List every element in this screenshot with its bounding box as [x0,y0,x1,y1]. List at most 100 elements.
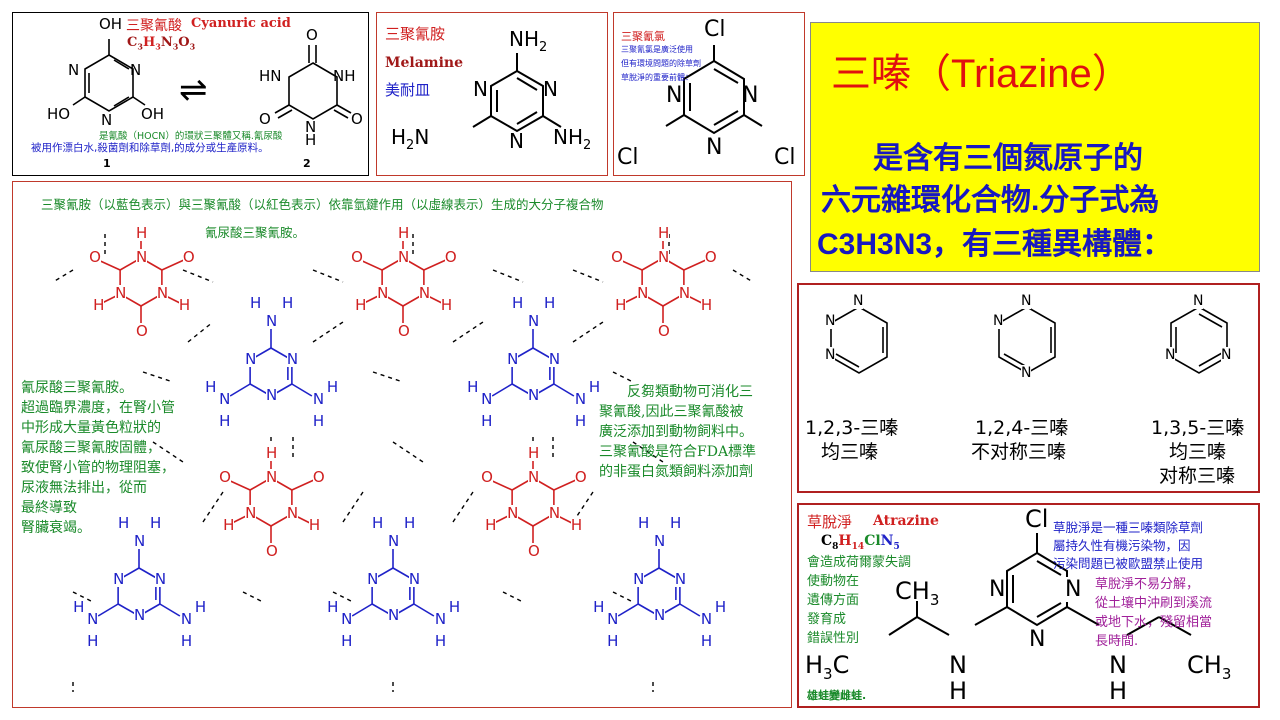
cya-h: H [308,516,321,534]
cya-h: H [615,296,627,314]
right-text-line: 廣泛添加到動物飼料中。 [599,424,753,440]
iso3-n5: N [1221,347,1232,363]
mel-h: H [118,514,130,532]
triazine-line2: 六元雜環化合物.分子式為 [821,184,1160,217]
atrazine-ch3-top: CH3 [895,577,940,609]
cya-n: N [266,468,278,486]
complex-left-text: 氰尿酸三聚氰胺。 超過臨界濃度，在腎小管 中形成大量黃色粒狀的 氰尿酸三聚氰胺固… [21,378,175,538]
bond [159,603,181,617]
mel-h: H [150,514,162,532]
cyanuric-title-en: Cyanuric acid [191,16,291,31]
cya-o: O [266,542,278,560]
mel-n: N [312,390,325,408]
right-text-line: 的非蛋白氮類飼料添加劑 [599,464,753,480]
cya-o: O [658,322,670,340]
cya-o: O [182,248,195,266]
cya-n: N [637,284,649,302]
hydrogen-bond [632,441,664,463]
isomer-135-alias1: 均三嗪 [1169,441,1227,463]
cya-n: N [377,284,389,302]
iso2-n2: N [993,313,1004,329]
bond [683,259,707,271]
hydrogen-bond [492,269,524,283]
mel-h: H [194,598,207,616]
atrazine-purple-line: 從土壤中沖刷到溪流 [1095,596,1213,611]
atom-oh-right: OH [141,105,165,123]
cya-h: H [570,516,583,534]
atom-ho-left: HO [47,105,71,123]
hydrogen-bond [52,269,74,283]
bond [491,383,513,397]
melamine-nh2-right: NH2 [553,125,592,153]
cya-o: O [398,322,410,340]
mel-h: H [588,378,601,396]
reaction-arrow: ⇌ [179,70,208,110]
atrazine-n-bottom: N [1029,627,1046,652]
left-text-line: 超過臨界濃度，在腎小管 [21,400,175,416]
hydrogen-bond [242,591,264,603]
atom-nh: NH [333,67,356,85]
bond [553,383,575,397]
mel-h: H [87,632,99,650]
cya-n: N [156,284,169,302]
atrazine-left-line: 發育成 [807,612,847,627]
mel-n: N [87,610,99,628]
complex-title1: 三聚氰胺（以藍色表示）與三聚氰酸（以紅色表示）依靠氫鍵作用（以虛線表示）生成的大… [41,197,604,212]
hydrogen-bond [332,591,354,603]
hydrogen-bond [182,269,214,283]
bond [413,603,435,617]
atrazine-left-line: 遺傳方面 [807,593,860,608]
mel-n: N [134,532,146,550]
left-text-line: 致使腎小管的物理阻塞， [21,460,175,476]
atom-oh-top: OH [99,15,123,33]
atrazine-left-text: 會造成荷爾蒙失調 使動物在 遺傳方面 發育成 錯誤性別 [807,553,911,648]
mel-n: N [481,390,493,408]
atom-o-top: O [306,26,318,44]
hydrogen-bond [342,491,364,523]
mel-n: N [633,570,645,588]
mel-h: H [327,598,339,616]
bond [291,383,313,397]
mel-h: H [481,412,493,430]
mel-h: H [73,598,85,616]
label-1: 1 [103,157,111,170]
chloride-n-right: N [742,83,759,108]
bond [617,603,639,617]
mel-n: N [574,390,587,408]
atrazine-purple-line: 草脫淨不易分解， [1095,577,1200,592]
hydrogen-bond [612,591,634,603]
atom-hn: HN [259,67,282,85]
isomer-124-name: 1,2,4-三嗪 [975,417,1069,439]
melamine-nh2-top: NH2 [509,27,548,55]
cya-h: H [398,224,410,242]
mel-h: H [282,294,294,312]
cya-h: H [266,444,278,462]
hydrogen-bond [612,371,634,383]
atrazine-blue-line: 草脫淨是一種三嗪類除草劑 [1053,520,1204,535]
mel-h: H [219,412,231,430]
hydrogen-bond [572,269,604,283]
mel-n: N [607,610,619,628]
melamine-title-cn: 三聚氰胺 [385,25,446,43]
bond [679,603,701,617]
atrazine-h3c: H3C [805,651,850,683]
cyanuric-formula: C3H3N3O3 [127,35,196,52]
right-text-line: 反芻類動物可消化三 [627,384,753,400]
atrazine-formula: C8H14ClN5 [821,533,900,552]
mel-h: H [638,514,650,532]
melamine-title-alt: 美耐皿 [385,81,431,99]
cya-h: H [93,296,105,314]
hydrogen-bond [372,371,404,383]
bond [359,259,383,271]
mel-h: H [341,632,353,650]
left-text-line: 尿液無法排出，從而 [21,480,147,496]
triazine-title-box: 三嗪（Triazine） 是含有三個氮原子的 六元雜環化合物.分子式為 C3H3… [810,22,1260,272]
mel-h: H [434,632,447,650]
atrazine-title-cn: 草脫淨 [807,513,853,531]
mel-h: H [250,294,262,312]
bond [97,259,121,271]
iso3-n3: N [1165,347,1176,363]
isomer-135-name: 1,3,5-三嗪 [1151,417,1245,439]
atrazine-panel: 草脫淨 Atrazine C8H14ClN5 會造成荷爾蒙失調 使動物在 遺傳方… [797,503,1260,708]
